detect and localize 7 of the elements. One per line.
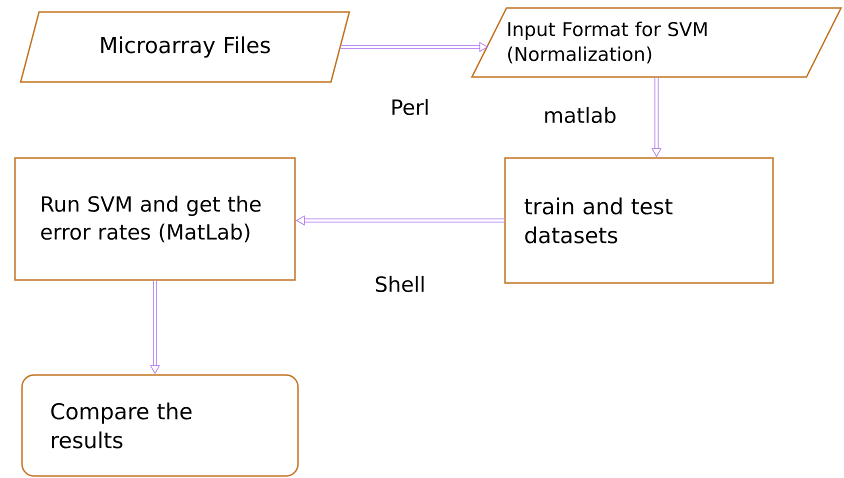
process-box: Run SVM and get the error rates (MatLab)	[14, 157, 296, 281]
process-box: train and test datasets	[504, 157, 774, 284]
edge-label: Shell	[373, 274, 427, 294]
rounded-box: Compare the results	[21, 374, 299, 477]
parallelogram-box: Microarray Files	[20, 11, 350, 83]
edge-label: Perl	[389, 98, 431, 116]
edge-label: matlab	[542, 106, 618, 124]
